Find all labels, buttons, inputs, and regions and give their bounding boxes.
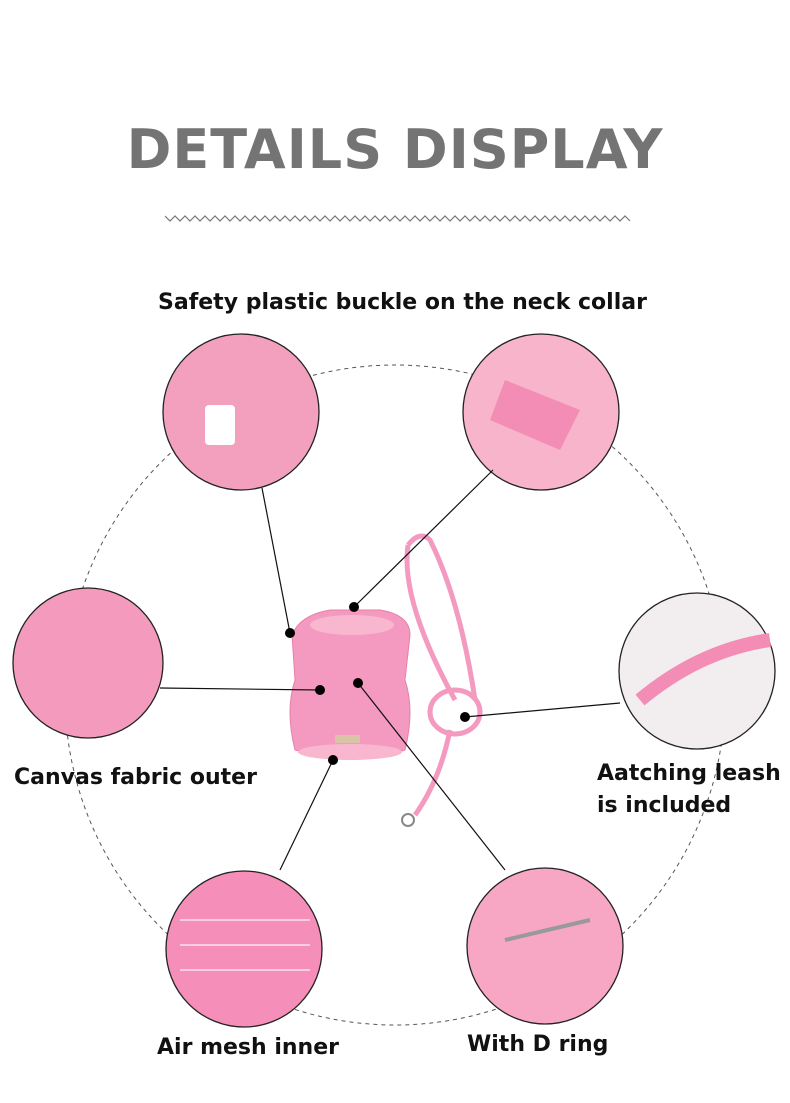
leash-image [404,533,483,817]
zigzag-divider [164,215,631,222]
label-dring: With D ring [467,1032,609,1057]
pointer-dots [285,602,470,765]
label-canvas: Canvas fabric outer [14,765,257,790]
page-title: DETAILS DISPLAY [126,118,664,181]
detail-buckle [162,333,320,491]
label-leash-1: Aatching leash [597,761,781,786]
label-leash-2: is included [597,793,732,818]
pointer-lines [159,469,621,871]
label-buckle: Safety plastic buckle on the neck collar [158,290,647,315]
detail-dring [466,867,624,1025]
detail-mesh [165,870,323,1028]
label-mesh: Air mesh inner [157,1035,339,1060]
detail-leash [618,592,776,750]
detail-canvas [12,587,164,739]
harness-image [289,609,411,760]
